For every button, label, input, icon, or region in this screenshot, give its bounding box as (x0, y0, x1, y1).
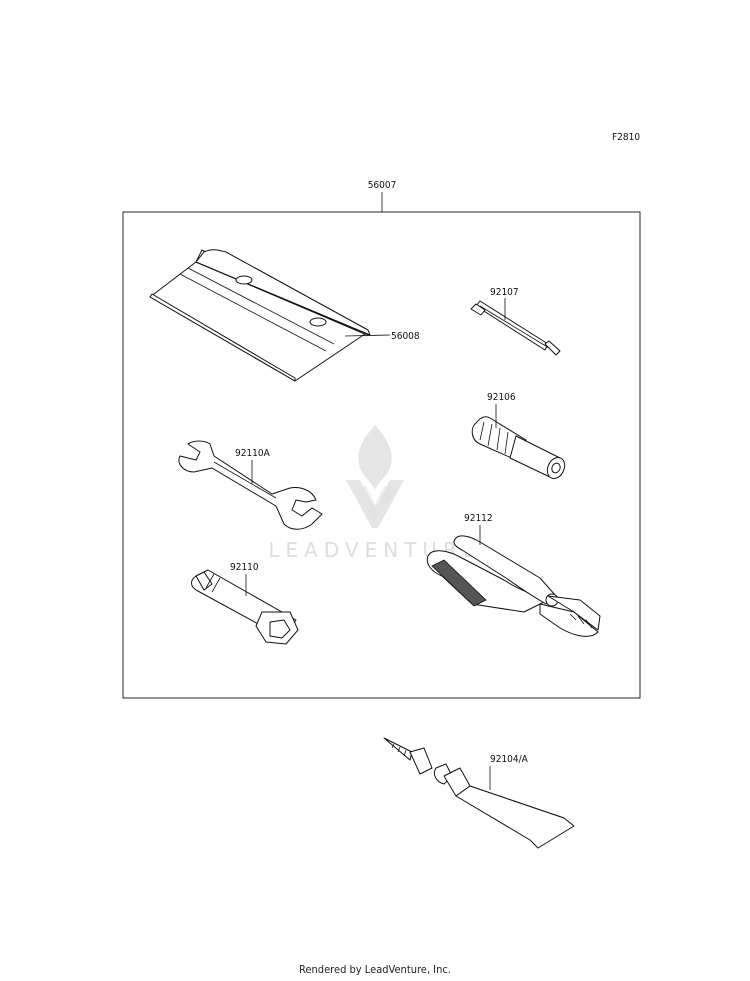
label-92110A: 92110A (235, 448, 271, 459)
spark-plug-wrench (191, 569, 299, 645)
pliers (426, 535, 601, 637)
footer-credit: Rendered by LeadVenture, Inc. (299, 963, 451, 976)
watermark-logo (346, 425, 404, 528)
label-92104A: 92104/A (490, 754, 529, 765)
open-end-wrench (178, 440, 323, 530)
sealant-tube (433, 763, 575, 849)
label-92110: 92110 (230, 562, 259, 573)
nozzle (383, 737, 433, 775)
figure-code: F2810 (612, 132, 640, 143)
tool-kit-frame (122, 211, 641, 699)
label-92112: 92112 (464, 513, 493, 524)
screwdriver-bit (470, 300, 561, 356)
tool-bag (149, 249, 371, 382)
label-56008: 56008 (391, 331, 420, 342)
leader-56008 (344, 334, 391, 337)
label-56007: 56007 (368, 180, 397, 191)
label-92107: 92107 (490, 287, 519, 298)
label-92106: 92106 (487, 392, 516, 403)
screwdriver-handle (471, 416, 566, 480)
